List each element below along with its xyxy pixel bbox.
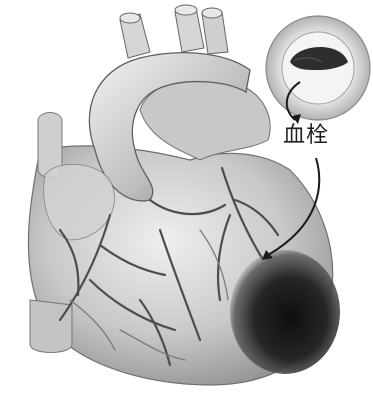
pulmonary-trunk [140, 78, 270, 160]
subclavian-branch [202, 12, 228, 54]
lower-left-vessel [30, 300, 72, 353]
infarct-region [230, 250, 340, 374]
thrombus-label: 血栓 [283, 124, 329, 148]
